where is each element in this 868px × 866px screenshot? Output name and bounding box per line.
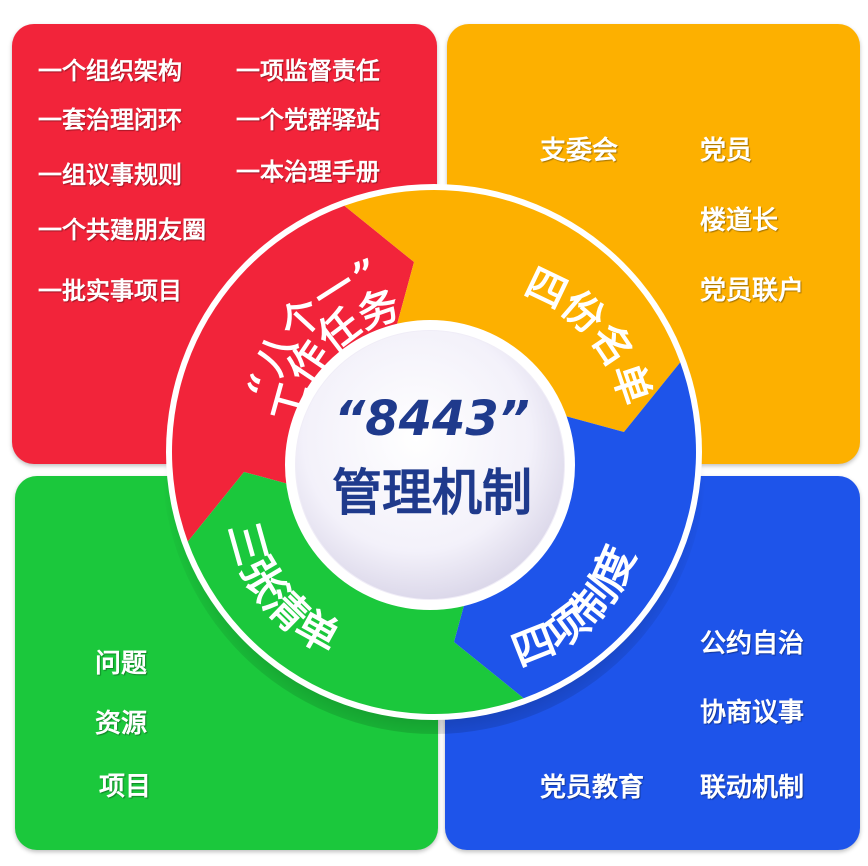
blue-item: 公约自治 bbox=[700, 629, 805, 659]
center-disc bbox=[296, 331, 564, 599]
orange-item: 支委会 bbox=[540, 136, 619, 166]
segment-blue bbox=[453, 362, 696, 699]
red-item: 一本治理手册 bbox=[236, 157, 380, 186]
orange-item: 党员 bbox=[700, 136, 753, 166]
green-item: 资源 bbox=[95, 709, 148, 739]
center-title: “8443” bbox=[334, 391, 529, 447]
segment-red bbox=[172, 205, 415, 542]
center-subtitle: 管理机制 bbox=[332, 464, 532, 522]
red-item: 一项监督责任 bbox=[236, 56, 380, 85]
red-item: 一组议事规则 bbox=[38, 160, 182, 189]
green-item: 项目 bbox=[99, 772, 152, 802]
red-item: 一个共建朋友圈 bbox=[38, 215, 206, 244]
orange-item: 党员联户 bbox=[700, 276, 805, 306]
blue-item: 党员教育 bbox=[540, 773, 645, 803]
red-item: 一个党群驿站 bbox=[236, 105, 380, 134]
segment-green bbox=[187, 471, 524, 714]
red-item: 一套治理闭环 bbox=[38, 105, 182, 134]
blue-item: 联动机制 bbox=[700, 773, 805, 803]
blue-item: 协商议事 bbox=[700, 698, 805, 728]
red-item: 一个组织架构 bbox=[38, 56, 182, 85]
red-item: 一批实事项目 bbox=[38, 276, 182, 305]
green-item: 问题 bbox=[95, 649, 148, 679]
orange-item: 楼道长 bbox=[700, 206, 779, 236]
segment-orange bbox=[344, 190, 681, 433]
